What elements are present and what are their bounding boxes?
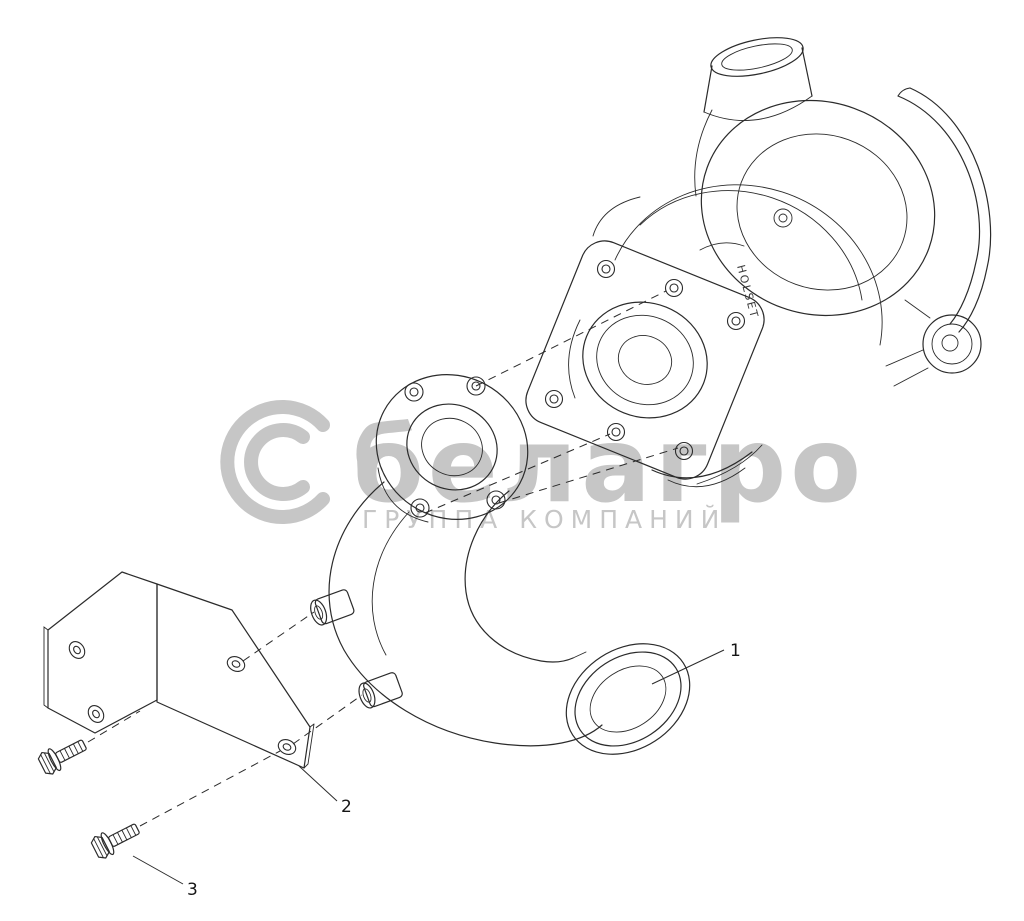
callouts: 1 2 3 <box>132 641 741 900</box>
turbo-inlet-stub <box>703 37 813 121</box>
turbo-actuator-hose <box>897 87 992 333</box>
callout-2-leader <box>298 765 338 802</box>
turbo-outlet-clamp <box>651 451 753 488</box>
pipe-boss-lower <box>358 672 403 709</box>
pipe-boss-upper <box>310 589 355 626</box>
turbo-mounting-flange <box>525 196 765 485</box>
turbo-wastegate-actuator <box>885 299 982 387</box>
callout-3-label: 3 <box>187 880 198 900</box>
watermark-logo-outer-ring <box>220 400 330 524</box>
turbo-compressor-housing <box>614 99 936 346</box>
pipe-inlet-flange <box>375 374 529 523</box>
dash-bracket-to-boss-1 <box>242 611 315 662</box>
watermark-logo-inner-ring <box>244 423 310 501</box>
dash-flange-to-turbo-1 <box>475 290 667 387</box>
watermark-subtitle-text: ГРУППА КОМПАНИЙ <box>362 505 726 534</box>
callout-1-leader <box>651 649 725 685</box>
callout-2-label: 2 <box>341 797 352 817</box>
callout-3-leader <box>132 855 184 885</box>
dash-flange-to-turbo-3 <box>424 433 611 514</box>
mounting-bracket <box>43 571 315 769</box>
turbo-brand-label: HOLSET <box>734 263 761 320</box>
flange-bolt-a <box>37 739 87 775</box>
dash-bolt-a <box>87 710 141 743</box>
dash-flange-to-turbo-2 <box>498 447 679 504</box>
watermark-brand-text: белагро <box>352 406 865 526</box>
dash-bracket-to-boss-2 <box>292 694 363 745</box>
exhaust-pipe <box>310 374 691 755</box>
flange-bolt-b <box>90 823 140 859</box>
assembly-alignment-lines <box>87 290 679 827</box>
watermark: белагро ГРУППА КОМПАНИЙ <box>220 400 865 534</box>
callout-1-label: 1 <box>730 641 741 661</box>
pipe-outlet-flange <box>565 643 691 755</box>
dash-bolt-b <box>139 750 281 827</box>
pipe-tube <box>328 481 603 747</box>
